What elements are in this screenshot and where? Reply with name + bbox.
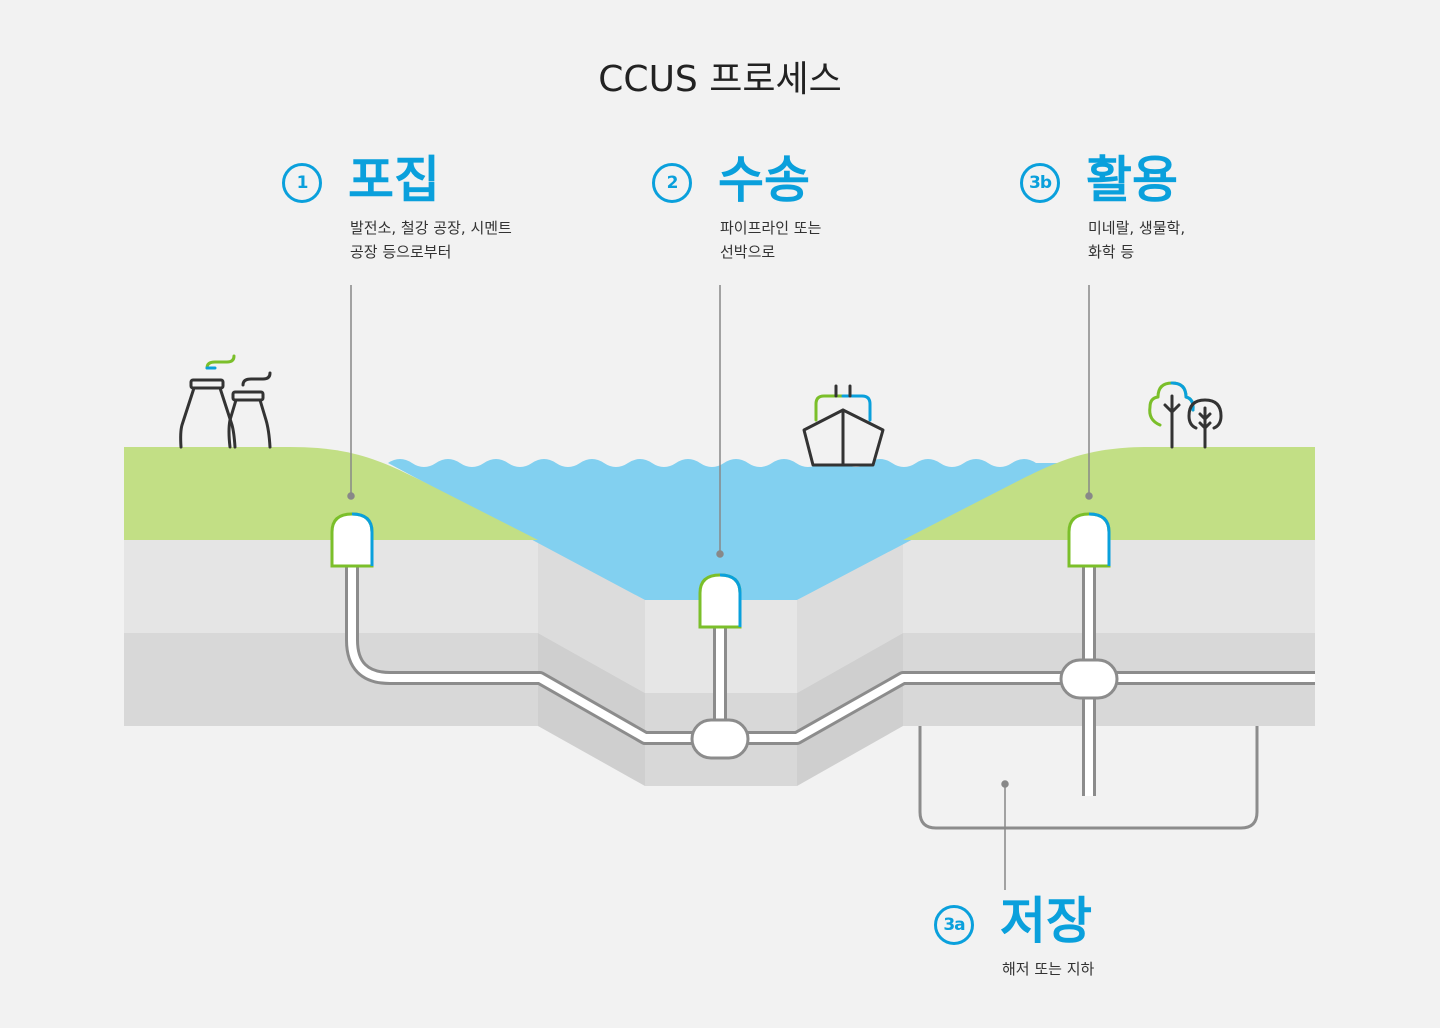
- diagram-title: CCUS 프로세스: [598, 59, 842, 100]
- leader-dot-capture: [347, 492, 355, 500]
- step-storage-desc-line: 해저 또는 지하: [1002, 960, 1095, 978]
- step-transport-desc-line: 선박으로: [720, 243, 776, 261]
- transport-unit-icon: [698, 573, 742, 629]
- step-capture-heading: 포집: [348, 151, 440, 209]
- leader-dot-storage: [1001, 780, 1009, 788]
- step-transport-desc: 파이프라인 또는 선박으로: [720, 216, 821, 264]
- step-transport-badge: 2: [652, 163, 692, 203]
- utilization-unit-icon: [1067, 512, 1111, 568]
- step-utilization-desc-line: 미네랄, 생물학,: [1088, 219, 1186, 237]
- step-utilization-badge: 3b: [1020, 163, 1060, 203]
- step-capture-desc-line: 공장 등으로부터: [350, 243, 452, 261]
- step-utilization-heading: 활용: [1086, 151, 1178, 209]
- ground-center-slope-left: [538, 540, 645, 693]
- trees-icon: [1148, 381, 1223, 449]
- ground-layers: [124, 540, 1315, 786]
- step-transport-desc-line: 파이프라인 또는: [720, 219, 822, 237]
- step-storage-desc: 해저 또는 지하: [1002, 957, 1094, 981]
- land-right: [903, 447, 1315, 540]
- step-utilization-desc: 미네랄, 생물학, 화학 등: [1088, 216, 1185, 264]
- sea-water: [388, 459, 1058, 600]
- storage-reservoir: [918, 726, 1259, 830]
- land-left: [124, 447, 538, 540]
- ship-icon: [802, 384, 885, 467]
- step-capture-badge: 1: [282, 163, 322, 203]
- step-storage-heading: 저장: [1000, 892, 1092, 950]
- step-capture-desc: 발전소, 철강 공장, 시멘트 공장 등으로부터: [350, 216, 512, 264]
- pipe-junction-center: [690, 718, 750, 760]
- leader-dot-transport: [716, 550, 724, 558]
- step-transport-heading: 수송: [718, 151, 810, 209]
- step-utilization-desc-line: 화학 등: [1088, 243, 1135, 261]
- step-storage-badge: 3a: [934, 905, 974, 945]
- ground-center-slope-right: [797, 540, 903, 693]
- leader-lines: [347, 285, 1093, 890]
- step-capture-desc-line: 발전소, 철강 공장, 시멘트: [350, 219, 512, 237]
- leader-dot-utilization: [1085, 492, 1093, 500]
- pipe-junction-right: [1059, 658, 1119, 700]
- capture-unit-icon: [330, 512, 374, 568]
- factory-icon: [179, 354, 272, 449]
